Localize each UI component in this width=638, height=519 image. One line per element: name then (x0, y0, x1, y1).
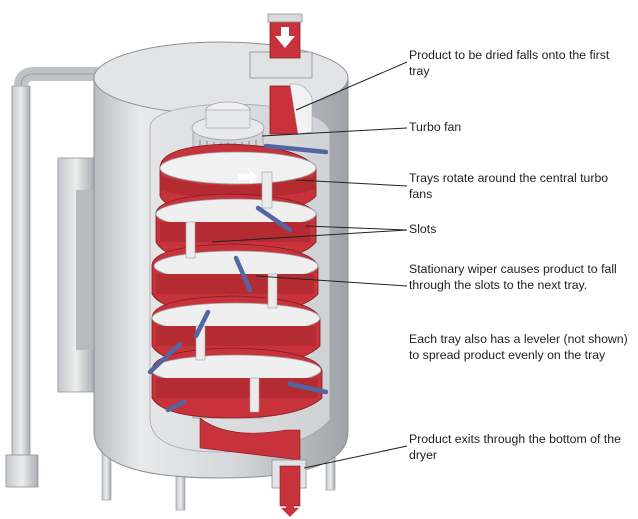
down-arrow-icon (281, 502, 299, 517)
inlet-chute (249, 13, 313, 135)
callout-product-in: Product to be dried falls onto the first… (409, 48, 610, 78)
callout-leveler: Each tray also has a leveler (not shown)… (409, 332, 628, 362)
down-arrow-icon (275, 27, 295, 48)
rotation-arrow-icon (238, 170, 258, 184)
leader-trays-rotate (295, 179, 408, 187)
side-pipe (5, 67, 139, 488)
leader-product-in (295, 61, 408, 111)
callout-wiper: Stationary wiper causes product to fall … (409, 262, 617, 292)
callout-product-out: Product exits through the bottom of the … (409, 432, 621, 462)
callout-turbo-fan: Turbo fan (409, 120, 462, 134)
leader-turbo-fan (261, 127, 408, 137)
stationary-wipers (147, 143, 329, 413)
leader-slots-2 (211, 229, 408, 243)
outlet-chute (271, 459, 307, 517)
callout-slots: Slots (409, 222, 437, 236)
leader-lines (211, 61, 408, 469)
callout-trays-rotate: Trays rotate around the central turbo fa… (409, 171, 609, 201)
trays (150, 143, 323, 461)
leader-wiper (255, 275, 408, 287)
leader-slots-1 (305, 225, 408, 231)
leader-product-out (303, 445, 408, 469)
